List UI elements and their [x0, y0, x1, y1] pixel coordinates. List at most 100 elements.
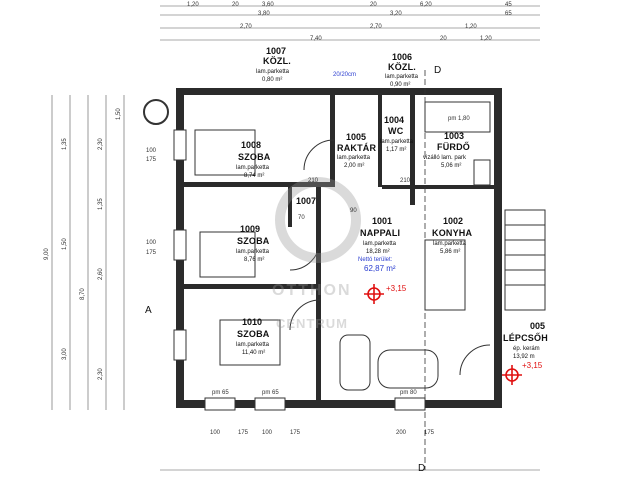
side-dim-b1: 100: [146, 240, 157, 246]
top-dim-4: 20: [370, 2, 377, 8]
interior-walls: [184, 95, 494, 400]
watermark-logo: [275, 177, 361, 263]
side-dim-b2: 175: [146, 250, 157, 256]
room-1009-name: SZOBA: [237, 236, 270, 246]
top-dim-7: 3,80: [258, 11, 270, 17]
room-1008-area: 8,74 m²: [244, 173, 265, 179]
room-1005-floor: lam.parketta: [337, 155, 371, 161]
side-dim-c2: 90: [350, 208, 357, 214]
net-area-label: Nettó terület:: [358, 257, 393, 263]
section-mark-a: A: [145, 305, 152, 316]
room-1001-name: NAPPALI: [360, 228, 401, 238]
stairs: [504, 209, 546, 311]
top-dim-15: 1,20: [480, 36, 492, 42]
top-dim-2: 20: [232, 2, 239, 8]
top-dim-3: 3,60: [262, 2, 274, 8]
room-1003-code: 1003: [444, 131, 465, 141]
bottom-dim-4: 175: [290, 430, 301, 436]
bottom-dim-2: 175: [238, 430, 249, 436]
room-1002-name: KONYHA: [432, 228, 473, 238]
bottom-dim-3: 100: [262, 430, 273, 436]
room-1008-code: 1008: [241, 140, 262, 150]
room-1001-area: 18,28 m²: [366, 249, 390, 255]
watermark-line1: OTTHON: [272, 282, 352, 299]
room-1010-code: 1010: [242, 317, 263, 327]
top-dimension-lines: [160, 5, 540, 41]
room-1007k-floor: lam.parketta: [256, 69, 290, 75]
side-dim-a1: 100: [146, 148, 157, 154]
bottom-dim-6: 175: [424, 430, 435, 436]
left-dim-6: 1,35: [98, 198, 104, 210]
bottom-dim-1: 100: [210, 430, 221, 436]
room-1010-area: 11,40 m²: [242, 350, 266, 356]
top-dim-14: 20: [440, 36, 447, 42]
pm-note: pm 1,80: [448, 116, 470, 122]
room-1005-code: 1005: [346, 132, 367, 142]
pm-mark-2: pm 65: [262, 390, 279, 396]
left-dim-7: 1,50: [62, 238, 68, 250]
pm-mark-3: pm 80: [400, 390, 417, 396]
left-dim-1: 9,00: [44, 248, 50, 260]
door-swings: [289, 139, 491, 376]
level-mark-1: +3,15: [386, 284, 407, 293]
windows: [173, 129, 426, 411]
room-1001-floor: lam.parketta: [363, 241, 397, 247]
left-dim-2: 3,00: [62, 348, 68, 360]
room-1001-code: 1001: [372, 216, 393, 226]
external-lamp: [143, 99, 169, 125]
left-dim-3: 8,70: [80, 288, 86, 300]
room-1006-area: 0,90 m²: [390, 82, 411, 88]
room-1009-area: 8,76 m²: [244, 257, 265, 263]
side-dim-d2: 70: [298, 215, 305, 221]
top-dim-9: 65: [505, 11, 512, 17]
room-1005-area: 2,00 m²: [344, 163, 365, 169]
room-1006-code: 1006: [392, 52, 413, 62]
room-1005-name: RAKTÁR: [337, 143, 377, 153]
left-dim-4: 1,50: [116, 108, 122, 120]
room-005-name: LÉPCSŐH: [503, 333, 548, 343]
room-1009-code: 1009: [240, 224, 261, 234]
top-dim-13: 7,40: [310, 36, 322, 42]
room-1007-code: 1007: [296, 196, 317, 206]
room-1008-name: SZOBA: [238, 152, 271, 162]
wall-note: 20/20cm: [333, 72, 357, 78]
bottom-dim-5: 200: [396, 430, 407, 436]
watermark-line2: CENTRUM: [276, 316, 348, 331]
room-1002-area: 5,86 m²: [440, 249, 461, 255]
level-markers: [364, 284, 522, 385]
room-1004-area: 1,17 m²: [386, 147, 407, 153]
side-dim-a2: 175: [146, 157, 157, 163]
section-mark-d-bottom: D: [418, 463, 426, 474]
top-dim-10: 2,70: [240, 24, 252, 30]
room-1007k-code: 1007: [266, 46, 287, 56]
room-1003-name: FÜRDŐ: [437, 142, 470, 152]
section-mark-d-top: D: [434, 65, 442, 76]
top-dim-12: 1,20: [465, 24, 477, 30]
furniture: [194, 101, 491, 391]
left-dim-5: 2,30: [98, 138, 104, 150]
room-005-code: 005: [530, 321, 546, 331]
room-1006-floor: lam.parketta: [385, 74, 419, 80]
room-1010-floor: lam.parketta: [236, 342, 270, 348]
top-dim-6: 45: [505, 2, 512, 8]
pm-mark-1: pm 65: [212, 390, 229, 396]
left-dimension-lines: [51, 95, 125, 410]
left-dim-10: 2,30: [98, 368, 104, 380]
top-dim-5: 6,20: [420, 2, 432, 8]
room-1010-name: SZOBA: [237, 329, 270, 339]
side-dim-d1: 210: [400, 178, 411, 184]
room-005-floor: ép. kerám: [513, 346, 540, 352]
room-005-area: 13,92 m: [513, 354, 535, 360]
room-1008-floor: lam.parketta: [236, 165, 270, 171]
top-dim-11: 2,70: [370, 24, 382, 30]
room-1004-code: 1004: [384, 115, 405, 125]
net-area-value: 62,87 m²: [364, 264, 396, 273]
level-mark-2: +3,15: [522, 361, 543, 370]
room-1006-name: KÖZL.: [388, 62, 416, 72]
room-1002-code: 1002: [443, 216, 464, 226]
room-1003-area: 5,06 m²: [441, 163, 462, 169]
room-1007k-name: KÖZL.: [263, 56, 291, 66]
side-dim-c1: 210: [308, 178, 319, 184]
room-1004-floor: lam.parketta: [380, 139, 414, 145]
